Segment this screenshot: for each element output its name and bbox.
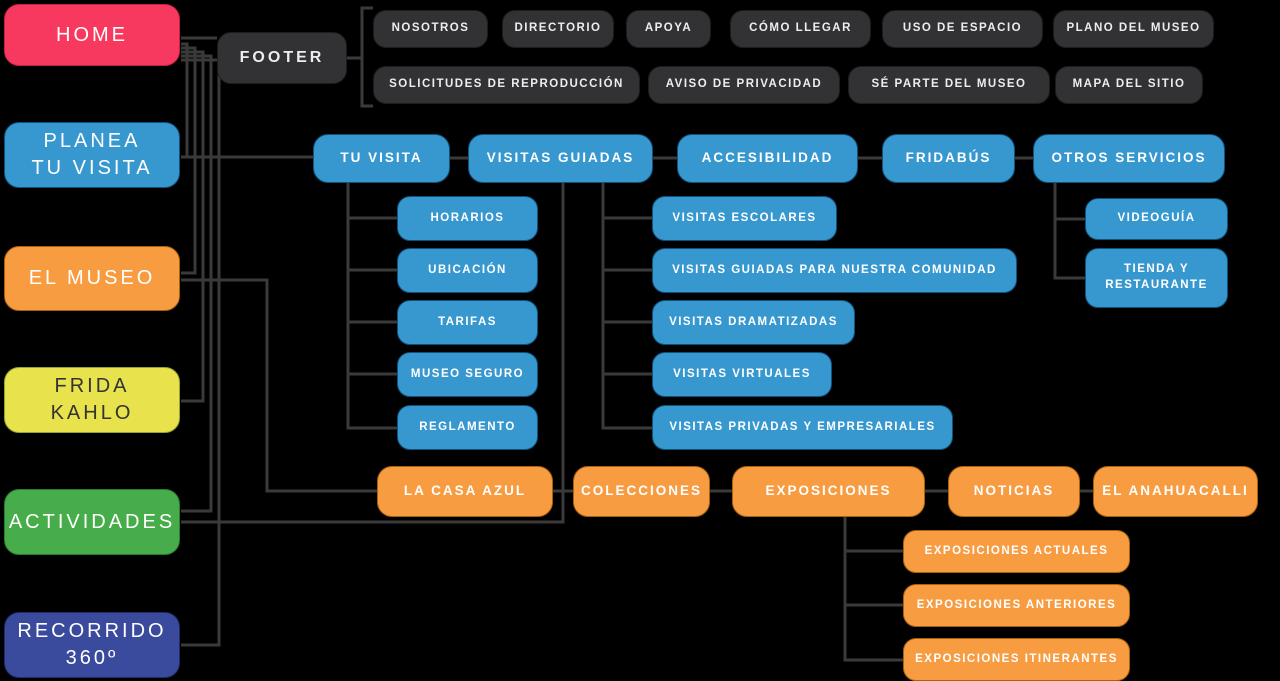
node-fridabus: FRIDABÚS [882, 134, 1015, 183]
node-exposiciones-anteriores: EXPOSICIONES ANTERIORES [903, 584, 1130, 627]
edge-home--el-museo [181, 46, 197, 275]
edge-tu-visita--horarios [346, 183, 397, 220]
node-exposiciones-itinerantes: EXPOSICIONES ITINERANTES [903, 638, 1130, 681]
node-footer: FOOTER [217, 32, 347, 84]
node-visitas-privadas-y-empresariales: VISITAS PRIVADAS Y EMPRESARIALES [652, 405, 953, 450]
edge-exposiciones--exposiciones-itinerantes [843, 605, 903, 662]
edge-visitas-guiadas--visitas-virtuales [601, 322, 652, 376]
edge-exposiciones--exposiciones-actuales [843, 517, 903, 553]
node-mapa-del-sitio: MAPA DEL SITIO [1055, 66, 1203, 104]
node-museo-seguro: MUSEO SEGURO [397, 352, 538, 397]
node-exposiciones-actuales: EXPOSICIONES ACTUALES [903, 530, 1130, 573]
edge-tu-visita--museo-seguro [346, 322, 397, 376]
node-nosotros: NOSOTROS [373, 10, 488, 48]
edge-footer--nosotros [347, 6, 373, 60]
edge-actividades--visitas-guiadas [181, 183, 565, 524]
node-visitas-virtuales: VISITAS VIRTUALES [652, 352, 832, 397]
node-visitas-guiadas-comunidad: VISITAS GUIADAS PARA NUESTRA COMUNIDAD [652, 248, 1017, 293]
edge-el-museo--la-casa-azul [181, 278, 377, 493]
node-la-casa-azul: LA CASA AZUL [377, 466, 553, 517]
node-home: HOME [4, 4, 180, 66]
node-colecciones: COLECCIONES [573, 466, 710, 517]
node-reglamento: REGLAMENTO [397, 405, 538, 450]
edge-visitas-guiadas--visitas-guiadas-comunidad [601, 218, 652, 272]
node-como-llegar: CÓMO LLEGAR [730, 10, 871, 48]
node-recorrido-360: RECORRIDO 360º [4, 612, 180, 678]
node-frida-kahlo: FRIDA KAHLO [4, 367, 180, 433]
node-noticias: NOTICIAS [948, 466, 1080, 517]
node-visitas-dramatizadas: VISITAS DRAMATIZADAS [652, 300, 855, 345]
edge-home--recorrido-360 [181, 58, 221, 647]
edge-footer--solicitudes-de-reproduccion [360, 58, 373, 108]
edge-tu-visita--tarifas [346, 270, 397, 324]
node-exposiciones: EXPOSICIONES [732, 466, 925, 517]
edge-visitas-guiadas--visitas-escolares [601, 183, 652, 220]
node-videoguia: VIDEOGUÍA [1085, 198, 1228, 240]
node-plano-del-museo: PLANO DEL MUSEO [1053, 10, 1214, 48]
edge-exposiciones--exposiciones-anteriores [843, 551, 903, 607]
edge-visitas-guiadas--visitas-privadas-y-empresariales [601, 374, 652, 430]
node-tu-visita: TU VISITA [313, 134, 450, 183]
edge-otros-servicios--videoguia [1053, 183, 1085, 221]
node-solicitudes-de-reproduccion: SOLICITUDES DE REPRODUCCIÓN [373, 66, 640, 104]
node-se-parte-del-museo: SÉ PARTE DEL MUSEO [848, 66, 1050, 104]
node-tienda-y-restaurante: TIENDA Y RESTAURANTE [1085, 248, 1228, 308]
node-tarifas: TARIFAS [397, 300, 538, 345]
edge-visitas-guiadas--visitas-dramatizadas [601, 270, 652, 324]
edge-home--frida-kahlo [181, 50, 205, 403]
node-otros-servicios: OTROS SERVICIOS [1033, 134, 1225, 183]
node-apoya: APOYA [626, 10, 711, 48]
edge-otros-servicios--tienda-y-restaurante [1053, 219, 1085, 280]
node-visitas-escolares: VISITAS ESCOLARES [652, 196, 837, 241]
node-visitas-guiadas: VISITAS GUIADAS [468, 134, 653, 183]
node-horarios: HORARIOS [397, 196, 538, 241]
node-directorio: DIRECTORIO [502, 10, 614, 48]
node-actividades: ACTIVIDADES [4, 489, 180, 555]
node-aviso-de-privacidad: AVISO DE PRIVACIDAD [648, 66, 840, 104]
edge-tu-visita--reglamento [346, 374, 397, 430]
node-accesibilidad: ACCESIBILIDAD [677, 134, 858, 183]
edge-home--actividades [181, 54, 213, 513]
node-ubicacion: UBICACIÓN [397, 248, 538, 293]
node-el-museo: EL MUSEO [4, 246, 180, 311]
node-uso-de-espacio: USO DE ESPACIO [882, 10, 1043, 48]
edge-tu-visita--ubicacion [346, 218, 397, 272]
node-planea-tu-visita: PLANEA TU VISITA [4, 122, 180, 188]
node-el-anahuacalli: EL ANAHUACALLI [1093, 466, 1258, 517]
